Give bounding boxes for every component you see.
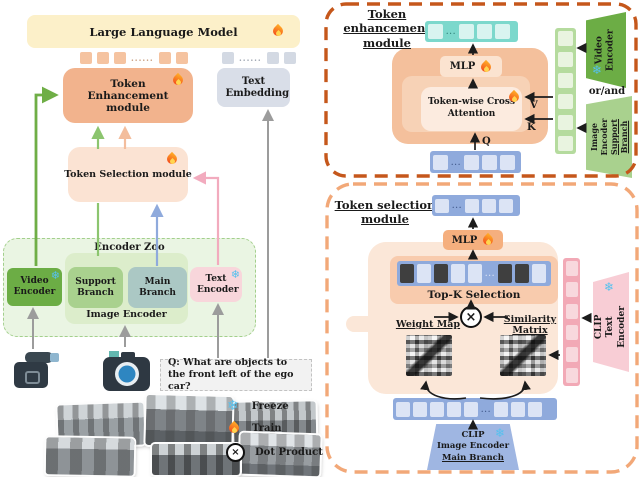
llm-label: Large Language Model [89,24,238,39]
encoder-zoo-label: Encoder Zoo [94,241,165,253]
video-encoder-parallelogram: Video Encoder ❄ [586,12,626,88]
topk-token-bar: ... [397,261,551,286]
freeze-snowflake-icon: ❄ [227,398,239,414]
video-encoder-label: Video Encoder [13,276,56,297]
text-feature-tokens [563,258,580,386]
ellipsis: ... [481,404,492,414]
image-support-encoder-parallelogram: Image Encoder Support Branch [586,96,632,178]
enhancement-input-tokens: ... [430,151,521,173]
cross-attention-label: Token-wise Cross Attention [427,97,516,119]
freeze-snowflake-icon: ❄ [494,426,505,440]
v-label: V [530,100,538,111]
legend-freeze-label: Freeze [251,400,289,412]
selection-output-tokens: ... [432,195,520,216]
question-box: Q: What are objects to the front left of… [160,357,312,392]
legend-train-label: Train [252,422,282,434]
ellipsis: ... [451,157,462,167]
main-branch-box: Main Branch [128,267,187,308]
text-encoder-label: Text Encoder [197,273,239,295]
or-and-label: or/and [588,85,626,97]
mlp-label: MLP [451,234,478,246]
enhancement-output-tokens: ... [425,21,518,42]
cross-attention-box: Token-wise Cross Attention [421,87,522,131]
clip-image-encoder-trapezoid: CLIP Image Encoder Main Branch ❄ [427,424,519,470]
text-encoder-box: Text Encoder ❄ [190,267,242,302]
support-feature-tokens [555,28,576,154]
train-flame-icon [480,60,492,74]
image-encoder-label: Image Encoder [86,309,167,320]
video-encoder-box: Video Encoder ❄ [7,268,62,306]
scene-photo [152,444,240,475]
dot-product-icon: × [226,443,245,462]
legend-freeze: ❄ Freeze [227,399,289,413]
train-flame-icon [228,421,240,435]
enhancement-mlp-box: MLP [440,56,502,77]
ellipsis: ... [446,27,457,36]
k-label: K [527,122,536,133]
token-selection-module-box: Token Selection module [64,147,192,202]
ellipsis: ...... [239,53,262,63]
main-branch-label: Main Branch [139,276,176,298]
llm-box: Large Language Model [27,15,300,48]
topk-selection-label: Top-K Selection [427,289,521,301]
ellipsis: ...... [131,53,154,63]
train-flame-icon [482,233,494,247]
selection-input-tokens: ... [393,398,557,420]
clip-text-encoder-parallelogram: CLIP Text Encoder ❄ [593,272,629,372]
train-flame-icon [272,24,284,38]
q-label: Q [482,136,491,147]
train-flame-icon [508,90,520,104]
text-embedding-label: Text Embedding [225,76,290,99]
text-embedding-box: Text Embedding [217,68,290,107]
legend-train: Train [228,421,282,435]
photo-camera-icon [103,351,150,391]
selection-mlp-box: MLP [443,230,503,250]
train-flame-icon [172,73,184,87]
text-token-squares: ...... [222,52,296,64]
scene-photo [145,394,233,448]
support-branch-box: Support Branch [68,267,123,308]
legend-dot-product: × Dot Product [226,443,323,462]
support-branch-label: Support Branch [75,276,116,298]
freeze-snowflake-icon: ❄ [230,268,240,281]
similarity-matrix-image [500,335,546,376]
weight-map-matrix [406,335,452,376]
video-camera-icon [14,352,59,388]
enhanced-token-squares: ...... [80,52,188,64]
mlp-label: MLP [449,61,476,72]
scene-photo [45,437,135,476]
freeze-snowflake-icon: ❄ [604,280,615,294]
token-selection-label: Token Selection module [64,169,192,180]
weight-map-label: Weight Map [395,319,461,330]
selection-panel-title: Token selection module [334,198,436,227]
freeze-snowflake-icon: ❄ [50,269,60,282]
train-flame-icon [166,152,178,166]
token-enhancement-module-box: Token Enhancement module [63,68,193,123]
token-enhancement-label: Token Enhancement module [87,77,169,114]
freeze-snowflake-icon: ❄ [592,63,603,77]
legend-dot-product-label: Dot Product [255,447,323,458]
ellipsis: ... [452,201,463,210]
ellipsis: ... [485,269,496,278]
question-text: Q: What are objects to the front left of… [168,357,294,392]
dot-product-icon: × [460,306,482,328]
similarity-matrix-label: Similarity Matrix [503,313,557,336]
